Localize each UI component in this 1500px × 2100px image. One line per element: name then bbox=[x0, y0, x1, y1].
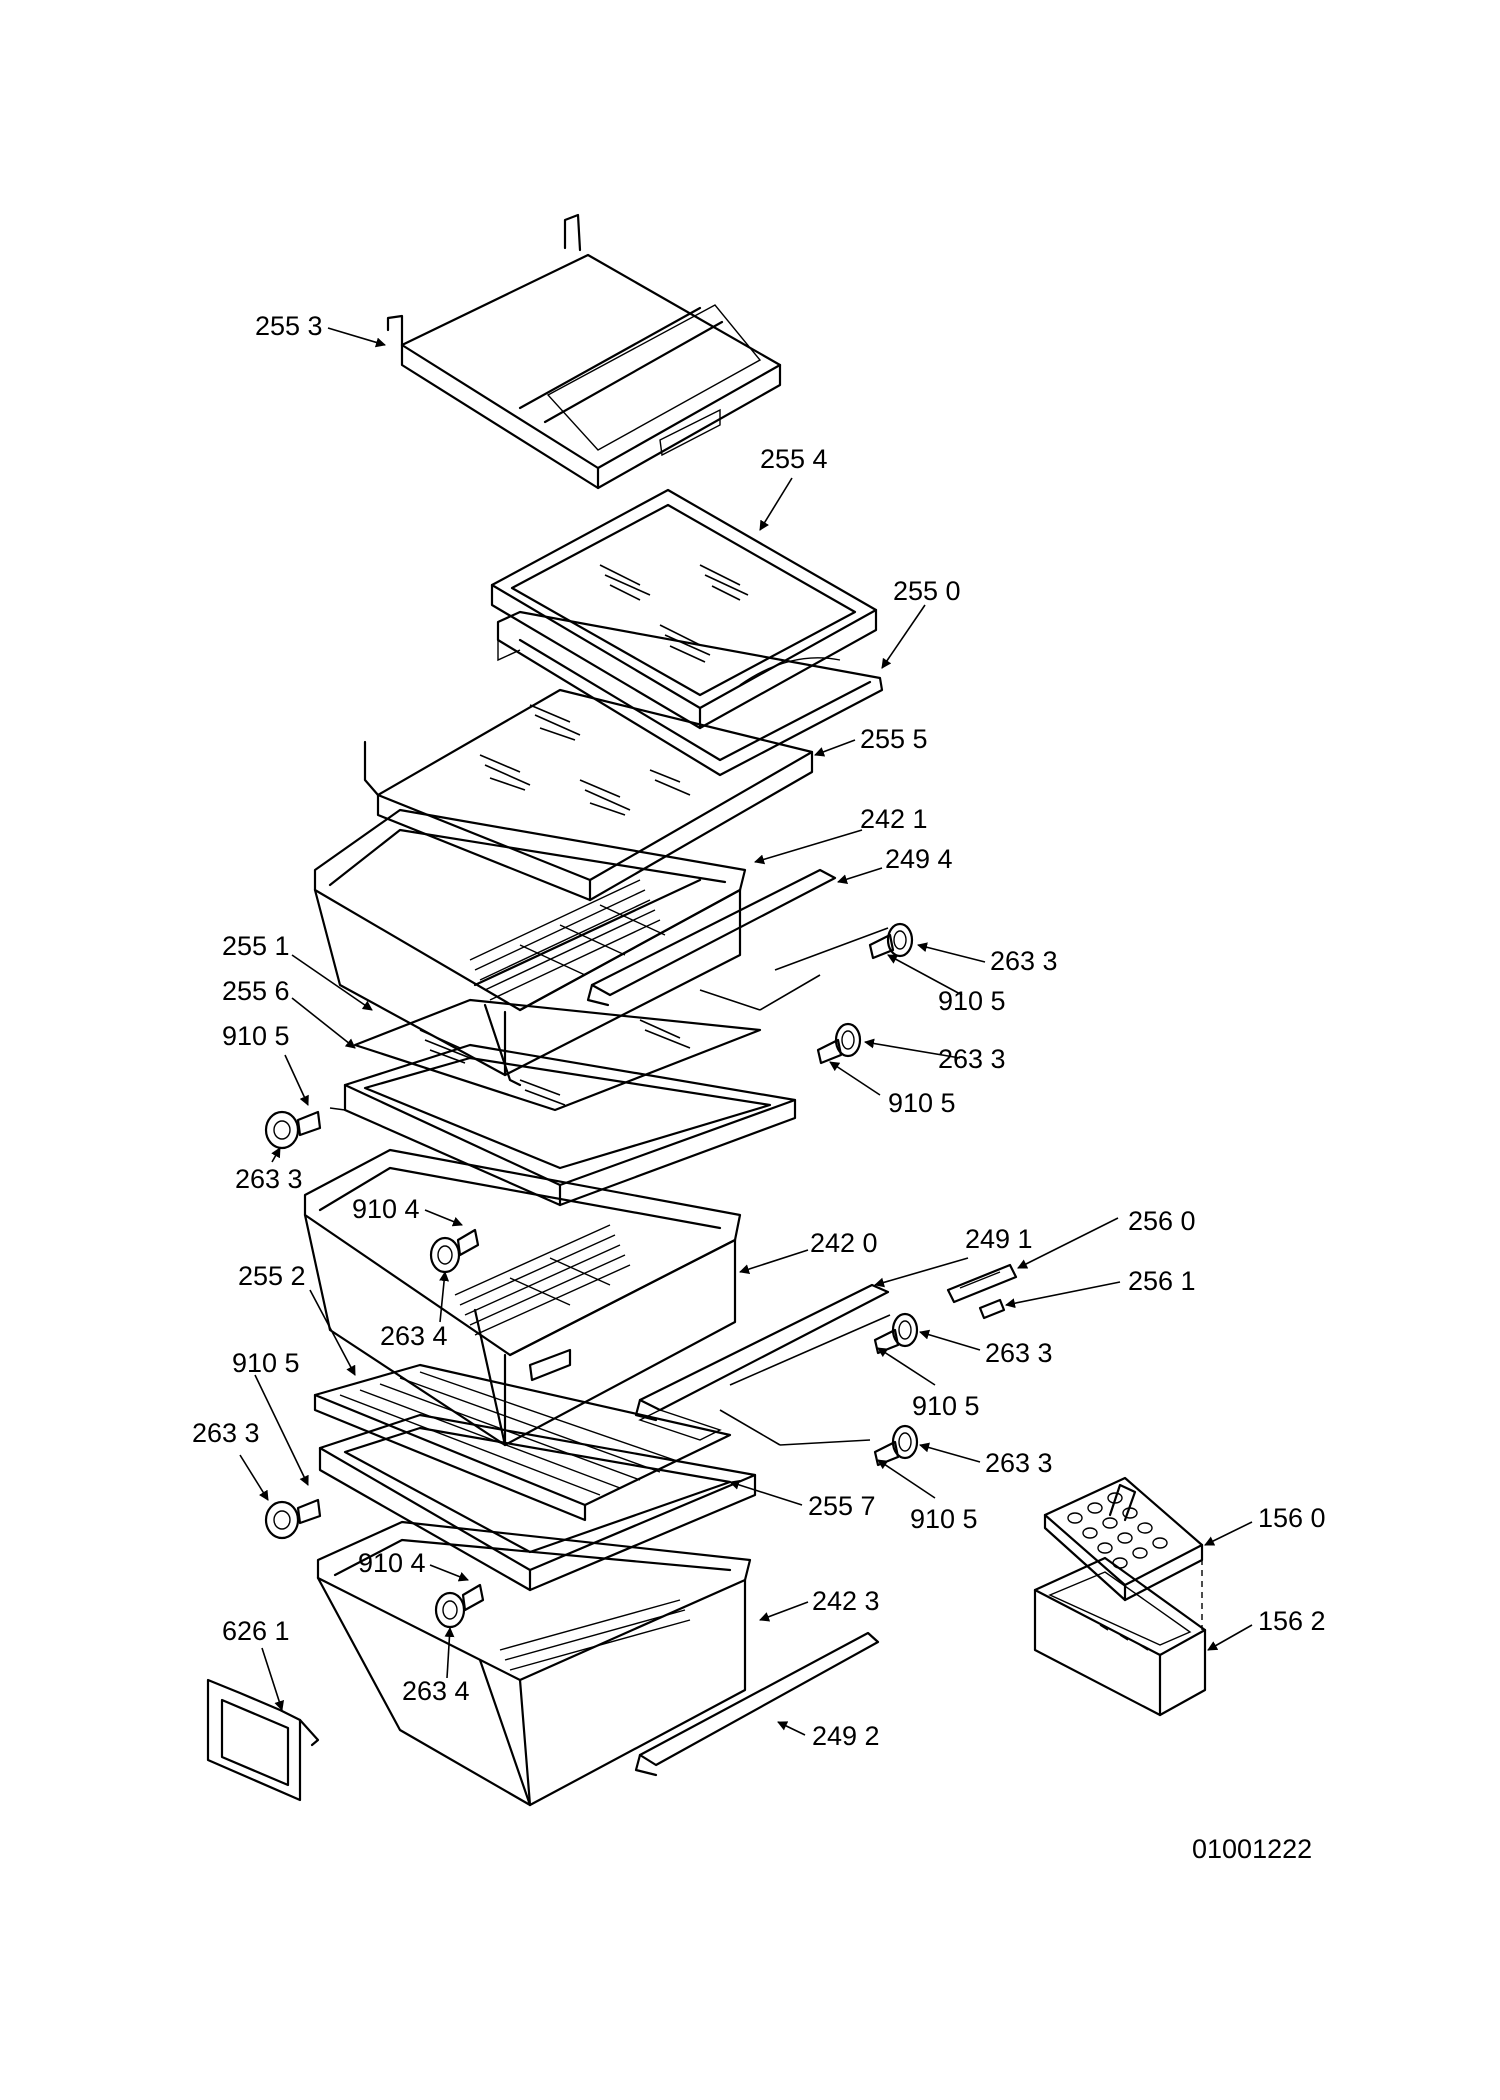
callout-263-3-c: 263 3 bbox=[235, 1164, 303, 1194]
trim-strip-upper bbox=[586, 868, 837, 1007]
knob-263-3-f bbox=[264, 1498, 322, 1540]
callout-263-3-f: 263 3 bbox=[985, 1448, 1053, 1478]
callout-910-5-e: 910 5 bbox=[912, 1391, 980, 1421]
knob-263-3-e bbox=[873, 1424, 919, 1467]
leader-lines bbox=[239, 327, 1253, 1736]
knob-263-3-d bbox=[873, 1312, 919, 1355]
callout-156-0: 156 0 bbox=[1258, 1503, 1326, 1533]
callout-256-1: 256 1 bbox=[1128, 1266, 1196, 1296]
callout-910-4-a: 910 4 bbox=[352, 1194, 420, 1224]
egg-tray bbox=[1043, 1476, 1204, 1602]
callout-255-7: 255 7 bbox=[808, 1491, 876, 1521]
callout-255-6: 255 6 bbox=[222, 976, 290, 1006]
callout-263-4-b: 263 4 bbox=[402, 1676, 470, 1706]
trim-strip-lower bbox=[634, 1631, 880, 1777]
callout-249-2: 249 2 bbox=[812, 1721, 880, 1751]
callout-910-4-b: 910 4 bbox=[358, 1548, 426, 1578]
callout-labels: 255 3 255 4 255 0 255 5 242 1 249 4 255 … bbox=[192, 311, 1326, 1864]
callout-910-5-f: 910 5 bbox=[910, 1504, 978, 1534]
glass-shelf-top bbox=[490, 488, 878, 730]
diagram-id: 01001222 bbox=[1192, 1834, 1312, 1864]
callout-255-0: 255 0 bbox=[893, 576, 961, 606]
callout-255-1: 255 1 bbox=[222, 931, 290, 961]
crisper-cover-frame bbox=[386, 213, 782, 490]
glass-shelf-lower bbox=[353, 998, 762, 1112]
callout-255-2: 255 2 bbox=[238, 1261, 306, 1291]
callout-626-1: 626 1 bbox=[222, 1616, 290, 1646]
knob-263-3-b bbox=[816, 1022, 862, 1065]
crisper-drawer-upper bbox=[313, 808, 747, 1087]
callout-255-4: 255 4 bbox=[760, 444, 828, 474]
callout-910-5-b: 910 5 bbox=[938, 986, 1006, 1016]
bracket-256-0 bbox=[946, 1263, 1018, 1304]
callout-263-4-a: 263 4 bbox=[380, 1321, 448, 1351]
callout-156-2: 156 2 bbox=[1258, 1606, 1326, 1636]
callout-263-3-a: 263 3 bbox=[990, 946, 1058, 976]
callout-910-5-a: 910 5 bbox=[222, 1021, 290, 1051]
callout-242-0: 242 0 bbox=[810, 1228, 878, 1258]
knob-263-4-a bbox=[429, 1228, 480, 1274]
callout-242-3: 242 3 bbox=[812, 1586, 880, 1616]
knob-263-4-b bbox=[434, 1583, 485, 1629]
knob-263-3-c bbox=[264, 1110, 322, 1150]
callout-263-3-d: 263 3 bbox=[985, 1338, 1053, 1368]
callout-249-1: 249 1 bbox=[965, 1224, 1033, 1254]
callout-256-0: 256 0 bbox=[1128, 1206, 1196, 1236]
callout-910-5-d: 910 5 bbox=[232, 1348, 300, 1378]
trim-strip-middle bbox=[634, 1283, 890, 1422]
crisper-drawer-middle bbox=[303, 1148, 742, 1447]
glass-shelf-middle bbox=[363, 688, 814, 902]
knob-263-3-a bbox=[868, 922, 914, 960]
crisper-drawer-lower bbox=[316, 1520, 752, 1807]
callout-910-5-c: 910 5 bbox=[888, 1088, 956, 1118]
shelf-frame-lower bbox=[329, 1043, 797, 1207]
callout-242-1: 242 1 bbox=[860, 804, 928, 834]
shelf-frame-upper bbox=[496, 610, 884, 777]
label-frame bbox=[206, 1678, 320, 1802]
storage-bin bbox=[1033, 1556, 1207, 1717]
callout-263-3-b: 263 3 bbox=[938, 1044, 1006, 1074]
callout-255-3: 255 3 bbox=[255, 311, 323, 341]
callout-263-3-e: 263 3 bbox=[192, 1418, 260, 1448]
callout-255-5: 255 5 bbox=[860, 724, 928, 754]
bracket-256-1 bbox=[978, 1298, 1006, 1320]
callout-249-4: 249 4 bbox=[885, 844, 953, 874]
